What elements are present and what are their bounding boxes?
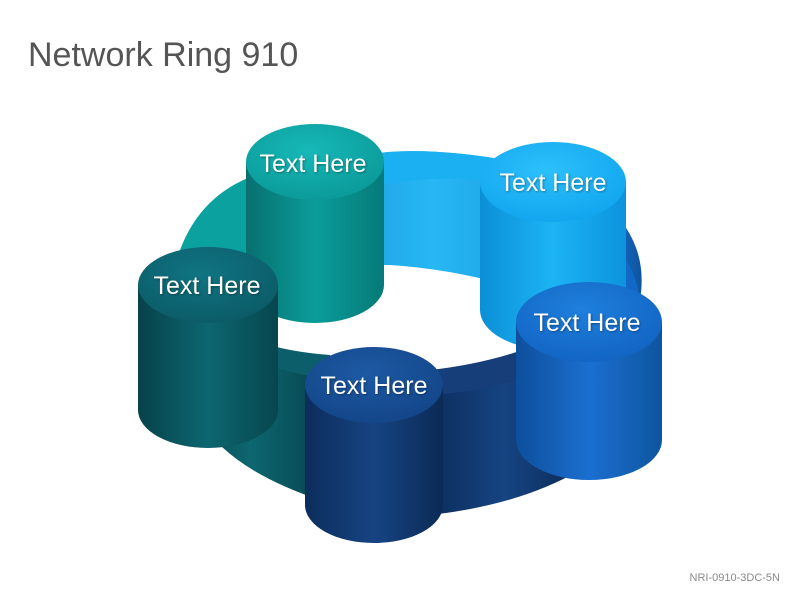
- node-label-blue: Text Here: [534, 309, 641, 337]
- diagram-code: NRI-0910-3DC-5N: [689, 572, 780, 584]
- page-title: Network Ring 910: [28, 36, 299, 74]
- node-dteal: Text Here: [138, 247, 278, 448]
- node-teal: Text Here: [246, 124, 384, 323]
- node-label-navy: Text Here: [321, 372, 428, 400]
- node-label-teal: Text Here: [260, 150, 367, 178]
- node-navy: Text Here: [305, 347, 443, 543]
- node-label-sky: Text Here: [500, 169, 607, 197]
- node-label-dteal: Text Here: [154, 272, 261, 300]
- node-blue: Text Here: [516, 282, 662, 480]
